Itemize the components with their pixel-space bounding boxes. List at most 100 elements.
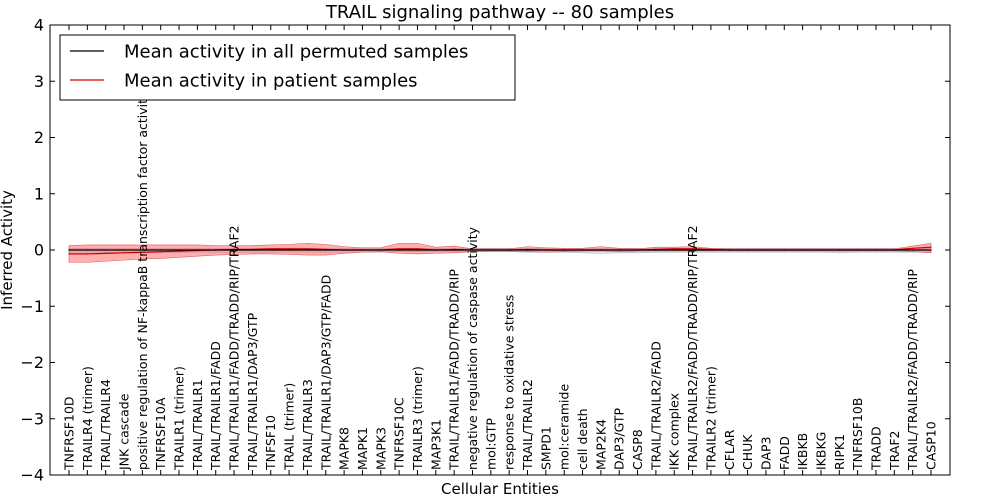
legend-label-permuted: Mean activity in all permuted samples (124, 42, 468, 63)
x-tick-label: JNK cascade (117, 393, 132, 471)
point-series-1-33 (673, 248, 676, 250)
x-tick-label: CFLAR (722, 429, 737, 470)
x-tick-label: TRADD (868, 426, 883, 471)
point-series-1-3 (123, 252, 125, 254)
y-tick-label: 2 (34, 128, 44, 147)
x-tick-label: TNFRSF10B (850, 398, 865, 471)
point-series-0-32 (655, 249, 657, 251)
x-tick-label: TRAIL/TRAILR1/DAP3/GTP (245, 312, 260, 471)
x-tick-label: TRAILR2 (trimer) (703, 366, 718, 471)
point-series-0-36 (728, 249, 731, 251)
x-tick-label: TRAIL/TRAILR2/FADD/TRADD/RIP (905, 269, 920, 471)
legend: Mean activity in all permuted samples Me… (59, 34, 516, 101)
x-tick-label: IKBKG (813, 432, 828, 470)
point-series-1-4 (141, 251, 144, 254)
x-tick-label: response to oxidative stress (502, 295, 517, 470)
x-tick-label: TRAILR4 (trimer) (80, 366, 95, 471)
point-series-0-14 (324, 249, 327, 251)
point-series-0-2 (104, 249, 107, 251)
point-series-1-13 (306, 248, 309, 250)
x-tick-label: TRAILR3 (trimer) (410, 366, 425, 471)
y-tick-label: 1 (34, 184, 44, 203)
series-lines (68, 246, 932, 255)
chart-title: TRAIL signaling pathway -- 80 samples (325, 2, 674, 23)
point-series-0-5 (159, 249, 162, 251)
point-series-0-1 (86, 249, 89, 251)
x-tick-label: TNFSF10 (263, 415, 278, 471)
x-tick-label: TRAIL/TRAILR3 (300, 379, 315, 471)
x-tick-label: SMPD1 (538, 426, 553, 470)
x-tick-label: TRAIL/TRAILR1 (190, 379, 205, 471)
x-tick-label: IKK complex (667, 393, 682, 470)
point-series-0-25 (526, 249, 529, 251)
point-series-0-39 (783, 249, 786, 251)
x-tick-label: TRAIL (trimer) (282, 383, 297, 471)
point-series-0-13 (306, 249, 309, 251)
x-tick-label: TRAIL/TRAILR2/FADD (648, 341, 663, 471)
point-series-0-23 (490, 249, 492, 251)
x-tick-label: CASP8 (630, 429, 645, 470)
point-series-0-47 (930, 249, 932, 251)
point-series-1-6 (178, 250, 180, 252)
y-tick-label: −3 (20, 409, 44, 428)
point-series-0-34 (691, 249, 694, 251)
x-tick-label: MAP3K1 (428, 419, 443, 470)
legend-frame (59, 34, 516, 101)
x-tick-label: IKBKB (795, 433, 810, 470)
point-series-0-29 (600, 249, 602, 251)
band-series-1 (68, 242, 932, 263)
point-series-1-11 (269, 248, 272, 250)
x-tick-label: FADD (777, 436, 792, 470)
point-series-0-0 (68, 249, 70, 251)
x-tick-label: negative regulation of caspase activity (465, 226, 480, 470)
x-tick-label: CASP10 (924, 421, 939, 470)
point-series-0-17 (379, 249, 382, 251)
point-series-0-27 (563, 249, 565, 251)
point-series-1-19 (416, 248, 419, 250)
x-axis-label: Cellular Entities (441, 480, 559, 498)
point-series-1-46 (911, 247, 914, 250)
x-tick-label: mol:ceramide (557, 384, 572, 470)
point-series-0-9 (233, 249, 235, 251)
x-tick-label: mol:GTP (483, 418, 498, 470)
point-series-0-41 (820, 249, 822, 251)
x-tick-label: TRAIL/TRAILR2/FADD/TRADD/RIP/TRAF2 (685, 225, 700, 471)
point-series-0-10 (251, 249, 254, 251)
x-tick-label: DAP3/GTP (612, 407, 627, 470)
point-series-0-35 (710, 249, 712, 251)
point-series-0-26 (545, 249, 547, 251)
point-series-0-4 (141, 249, 144, 251)
point-series-0-21 (453, 249, 455, 251)
x-tick-label: cell death (575, 408, 590, 470)
point-series-0-33 (673, 249, 676, 251)
point-series-1-0 (68, 253, 70, 255)
point-series-0-43 (856, 249, 859, 251)
legend-label-patient: Mean activity in patient samples (124, 71, 418, 92)
point-series-0-45 (893, 249, 896, 251)
point-series-0-30 (618, 249, 621, 251)
point-series-0-16 (361, 249, 364, 251)
point-series-0-18 (398, 249, 400, 251)
point-series-0-22 (471, 249, 474, 251)
x-tick-label: MAPK3 (373, 427, 388, 470)
point-series-1-1 (86, 253, 89, 255)
x-tick-label: CHUK (740, 434, 755, 470)
point-series-0-3 (123, 249, 125, 251)
point-series-0-40 (801, 249, 804, 251)
point-series-1-34 (691, 248, 694, 250)
point-series-0-15 (343, 249, 345, 251)
x-tick-label: MAP2K4 (593, 419, 608, 470)
point-series-0-31 (636, 249, 639, 251)
point-series-0-24 (508, 249, 510, 251)
y-axis-label: Inferred Activity (0, 190, 16, 310)
x-tick-label: TRAIL/TRAILR2 (520, 379, 535, 471)
point-series-0-7 (196, 249, 199, 251)
x-tick-label: positive regulation of NF-kappaB transcr… (135, 91, 150, 470)
point-series-0-44 (875, 249, 877, 251)
x-tick-label: MAPK1 (355, 427, 370, 470)
x-tick-label: TRAIL/TRAILR1/DAP3/GTP/FADD (318, 275, 333, 471)
point-series-0-12 (288, 249, 290, 251)
